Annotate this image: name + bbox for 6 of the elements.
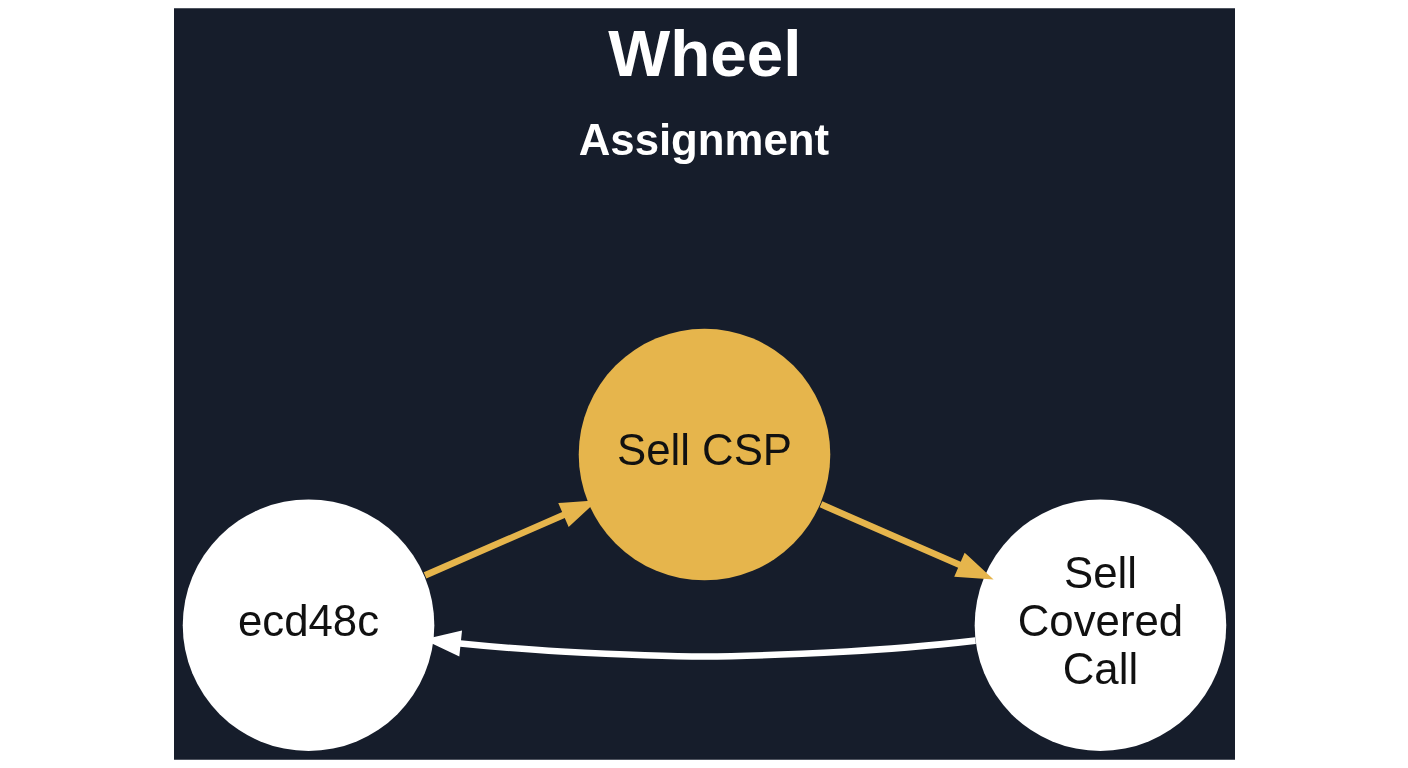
node-circle: Sell Covered Call xyxy=(974,499,1226,751)
diagram-title: Wheel xyxy=(607,17,801,91)
node-circle: ecd48c xyxy=(182,499,434,751)
arrow xyxy=(819,501,994,580)
label: Assignment xyxy=(578,114,829,164)
node-circle: Sell CSP xyxy=(578,328,830,581)
